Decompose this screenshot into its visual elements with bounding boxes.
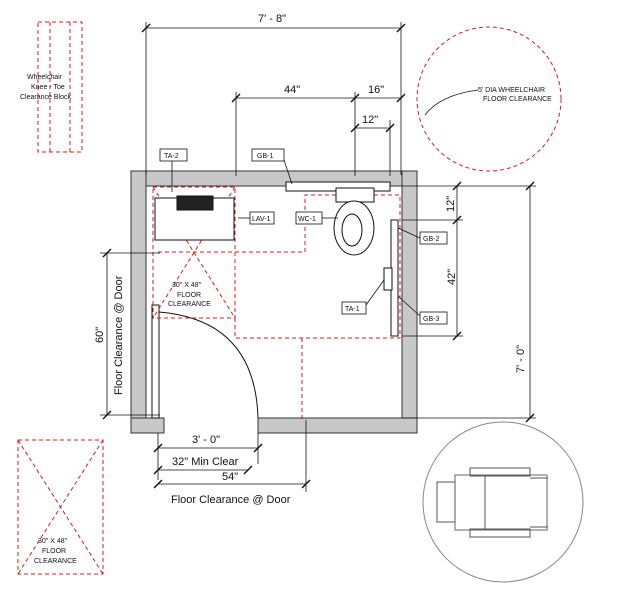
turning-circle [416,26,562,172]
door [151,304,259,419]
toilet-paper-holder [383,267,393,291]
clearance-areas [17,21,562,575]
dim-min-clear: 32" Min Clear [172,456,239,468]
tag-box-gb2 [419,231,448,245]
tag-gb1: GB-1 [257,153,273,160]
label-knee-toe-3: Clearance Block [20,94,71,101]
dim-42: 42" [446,269,458,285]
label-legend-clear-3: CLEARANCE [34,558,77,565]
wall-left [130,170,147,434]
legend-floor-clearance [17,439,104,575]
label-sink-clear-1: 30" X 48" [172,282,202,289]
wheelchair-wheel-top [469,467,531,477]
label-floor-clearance-door-bottom: Floor Clearance @ Door [171,494,291,506]
door-leaf [151,304,160,419]
leaders [171,89,479,317]
fixtures [154,181,399,337]
dimension-lines [100,22,536,492]
wheelchair-footrest [436,481,456,523]
wheelchair-body [454,474,548,531]
tag-box-gb1 [251,148,285,162]
label-sink-clear-2: FLOOR [177,292,201,299]
knee-toe-block [37,21,83,153]
dim-12-top: 12" [362,114,378,126]
tag-ta1: TA-1 [345,306,360,313]
dim-44: 44" [284,84,300,96]
wall-bottom-left [130,417,165,434]
wheelchair-symbol [422,421,584,583]
leader-gb3 [397,295,421,317]
tag-box-gb3 [419,311,448,325]
label-legend-clear-2: FLOOR [42,548,66,555]
label-turning-1: 5' DIA WHEELCHAIR [478,87,545,94]
dim-overall-depth: 7' - 0" [515,345,527,373]
label-floor-clearance-door-vertical: Floor Clearance @ Door [113,275,125,395]
label-knee-toe-2: Knee - Toe [31,84,65,91]
tag-wc1: WC-1 [298,216,316,223]
dim-overall-width: 7' - 8" [258,13,286,25]
leader-ta1 [365,279,385,306]
dim-12-right: 12" [445,196,457,212]
tag-gb2: GB-2 [423,236,439,243]
door-swing-arc [158,311,259,419]
walls [130,170,418,434]
toilet-tank [335,187,375,203]
toilet-floor-clearance [234,194,401,339]
legend-diag-2 [17,439,104,575]
tag-box-ta1 [341,301,367,315]
label-sink-clear-3: CLEARANCE [168,301,211,308]
wall-bottom-right [257,417,418,434]
leader-turning-circle [424,89,479,116]
tag-box-ta2 [159,148,188,162]
toilet-seat-opening [341,213,363,247]
label-turning-2: FLOOR CLEARANCE [483,96,552,103]
dim-16: 16" [368,84,384,96]
leader-gb2 [397,227,421,239]
label-knee-toe-1: Wheelchair [27,74,63,81]
tag-gb3: GB-3 [423,316,439,323]
dim-60: 60" [94,327,106,343]
tag-boxes [159,148,448,325]
wheelchair-wheel-bottom [469,528,531,538]
tag-box-lav1 [249,211,275,225]
tag-lav1: LAV-1 [252,216,271,223]
leader-gb1 [283,159,293,185]
label-legend-clear-1: 30" X 48" [38,538,68,545]
dim-door-width: 3' - 0" [192,434,220,446]
dimension-ticks [102,23,535,489]
dim-54: 54" [222,471,238,483]
lavatory-faucet [176,195,214,211]
tag-ta2: TA-2 [164,153,179,160]
wheelchair-turning-circle [422,421,584,583]
tag-box-wc1 [295,211,323,225]
